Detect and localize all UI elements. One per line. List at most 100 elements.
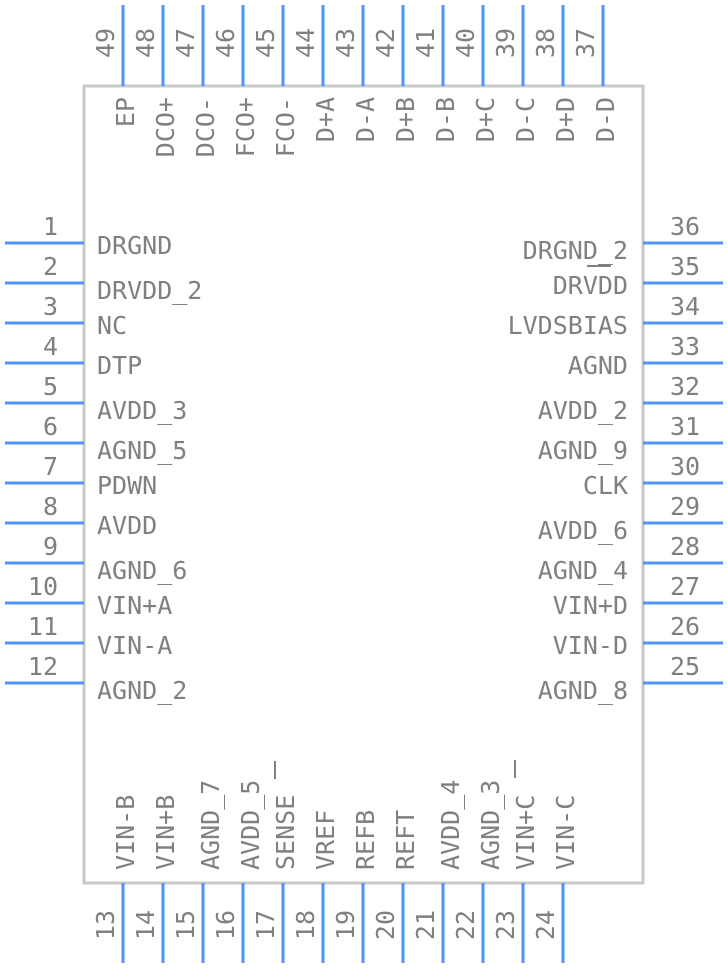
pin-9-number: 9 [43, 532, 58, 561]
pin-23-number: 23 [491, 910, 520, 940]
pin-43-number: 43 [331, 28, 360, 58]
pin-44-number: 44 [291, 28, 320, 58]
pin-35-name: DRVDD [553, 271, 628, 300]
pin-10-number: 10 [28, 572, 58, 601]
pin-14-name: VIN+B [151, 795, 180, 870]
pin-34-number: 34 [670, 292, 700, 321]
pin-23-name: VIN+C [511, 795, 540, 870]
pin-33-name: AGND [568, 351, 628, 380]
pin-45-number: 45 [251, 28, 280, 58]
pin-26-name: VIN-D [553, 631, 628, 660]
pin-33-number: 33 [670, 332, 700, 361]
pin-20-number: 20 [371, 910, 400, 940]
pin-24-number: 24 [531, 910, 560, 940]
pin-21-name: AVDD_4 [436, 780, 465, 870]
pin-12-name: VIN-A [97, 631, 172, 660]
pin-44-name: D+A [311, 97, 340, 142]
pin-49-number: 49 [91, 28, 120, 58]
pin-4-number: 4 [43, 332, 58, 361]
pin-41-name: D-B [431, 97, 460, 142]
pin-1-name: DRGND [97, 231, 172, 260]
pin-27-number: 27 [670, 572, 700, 601]
pin-22-number: 22 [451, 910, 480, 940]
pin-22-name: AGND_3 [476, 780, 505, 870]
pin-18-number: 18 [291, 910, 320, 940]
pin-18-name: VREF [311, 810, 340, 870]
pin-11-number: 11 [28, 612, 58, 641]
pin-24-name: VIN-C [551, 795, 580, 870]
pin-32-number: 32 [670, 372, 700, 401]
pin-32-name: AVDD_2 [538, 396, 628, 425]
pin-3-number: 3 [43, 292, 58, 321]
pin-41-number: 41 [411, 28, 440, 58]
pin-7-number: 7 [43, 452, 58, 481]
pin-25-name: AGND_8 [538, 676, 628, 705]
pin-46-number: 46 [211, 28, 240, 58]
pin-5-name: AVDD_3 [97, 396, 187, 425]
pin-30-number: 30 [670, 452, 700, 481]
pin-8-name: AVDD [97, 511, 157, 540]
pin-27-name: VIN+D [553, 591, 628, 620]
pin-43-name: D-A [351, 97, 380, 142]
pin-21-number: 21 [411, 910, 440, 940]
pin-31-name: AGND_9 [538, 436, 628, 465]
pin-48-name: DCO+ [151, 97, 180, 157]
pin-19-number: 19 [331, 910, 360, 940]
pin-31-number: 31 [670, 412, 700, 441]
pin-1-number: 1 [43, 212, 58, 241]
pin-20-name: REFT [391, 810, 420, 870]
pin-16-name: AVDD_5 [236, 780, 265, 870]
pin-17-number: 17 [251, 910, 280, 940]
pin-15-number: 15 [171, 910, 200, 940]
pin-46-name: FCO+ [231, 97, 260, 157]
pin-49-name: EP [111, 97, 140, 127]
pin-29-number: 29 [670, 492, 700, 521]
pin-6-name: AGND_5 [97, 436, 187, 465]
pin-36-number: 36 [670, 212, 700, 241]
pin-39-number: 39 [491, 28, 520, 58]
extra-label-agnd-2: AGND_2 [97, 676, 187, 705]
pin-47-name: DCO- [191, 97, 220, 157]
pin-38-name: D+D [551, 97, 580, 142]
pin-15-name: AGND_7 [196, 780, 225, 870]
pin-11-name: VIN+A [97, 591, 172, 620]
pin-35-number: 35 [670, 252, 700, 281]
pin-28-number: 28 [670, 532, 700, 561]
pin-28-name: AGND_4 [538, 556, 628, 585]
pin-45-name: FCO- [271, 97, 300, 157]
pin-13-number: 13 [91, 910, 120, 940]
pin-10-name: AGND_6 [97, 556, 187, 585]
pin-42-name: D+B [391, 97, 420, 142]
pin-40-name: D+C [471, 97, 500, 142]
pin-16-number: 16 [211, 910, 240, 940]
component-body [82, 84, 645, 885]
pin-2-name: DRVDD_2 [97, 276, 202, 305]
pin-25-number: 25 [670, 652, 700, 681]
pin-37-number: 37 [571, 28, 600, 58]
pin-42-number: 42 [371, 28, 400, 58]
pin-2-number: 2 [43, 252, 58, 281]
pin-40-number: 40 [451, 28, 480, 58]
pin-7-name: PDWN [97, 471, 157, 500]
pin-6-number: 6 [43, 412, 58, 441]
pin-36-name: DRGND_2 [523, 236, 628, 265]
pin-26-number: 26 [670, 612, 700, 641]
pin-38-number: 38 [531, 28, 560, 58]
pin-34-name: LVDSBIAS [508, 311, 628, 340]
pin-37-name: D-D [591, 97, 620, 142]
pin-48-number: 48 [131, 28, 160, 58]
pin-30-name: CLK [583, 471, 628, 500]
pin-17-name: SENSE [271, 795, 300, 870]
pin-12-number: 12 [28, 652, 58, 681]
pin-4-name: DTP [97, 351, 142, 380]
pin-8-number: 8 [43, 492, 58, 521]
pin-3-name: NC [97, 311, 127, 340]
pin-13-name: VIN-B [111, 795, 140, 870]
pin-39-name: D-C [511, 97, 540, 142]
pin-47-number: 47 [171, 28, 200, 58]
pin-5-number: 5 [43, 372, 58, 401]
pin-14-number: 14 [131, 910, 160, 940]
pin-19-name: REFB [351, 810, 380, 870]
pin-29-name: AVDD_6 [538, 516, 628, 545]
